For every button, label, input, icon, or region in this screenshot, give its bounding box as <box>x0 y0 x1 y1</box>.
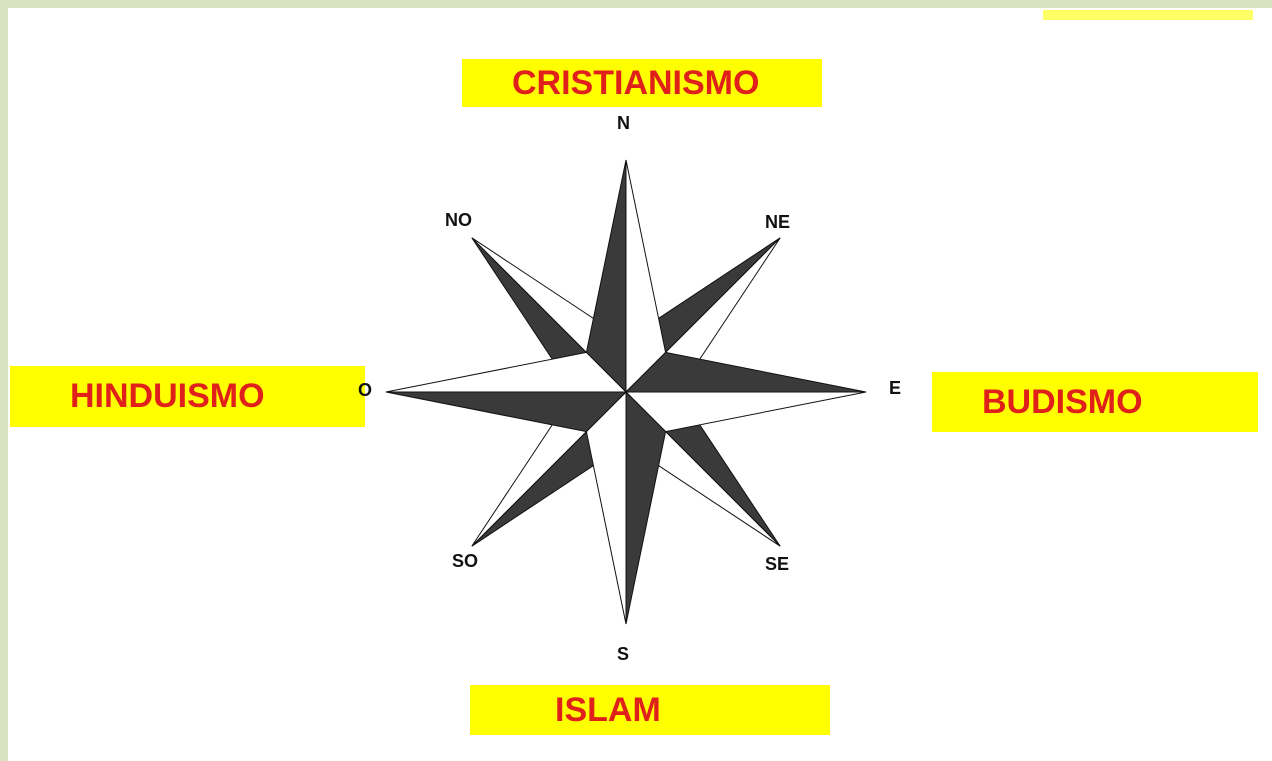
label-west: HINDUISMO <box>10 366 365 427</box>
point-n-left <box>586 160 626 392</box>
direction-n: N <box>617 113 630 134</box>
direction-o: O <box>358 380 372 401</box>
point-n-right <box>626 160 666 392</box>
point-o-left <box>386 392 626 432</box>
point-s-right <box>586 392 626 624</box>
label-south: ISLAM <box>470 685 830 735</box>
point-e-right <box>626 392 866 432</box>
label-east: BUDISMO <box>932 372 1258 432</box>
direction-s: S <box>617 644 629 665</box>
diagram-canvas: CRISTIANISMO HINDUISMO BUDISMO ISLAM N N… <box>8 8 1272 761</box>
direction-no: NO <box>445 210 472 231</box>
label-north: CRISTIANISMO <box>462 59 822 107</box>
direction-se: SE <box>765 554 789 575</box>
point-e-left <box>626 352 866 392</box>
point-s-left <box>626 392 666 624</box>
direction-ne: NE <box>765 212 790 233</box>
direction-e: E <box>889 378 901 399</box>
point-o-right <box>386 352 626 392</box>
direction-so: SO <box>452 551 478 572</box>
